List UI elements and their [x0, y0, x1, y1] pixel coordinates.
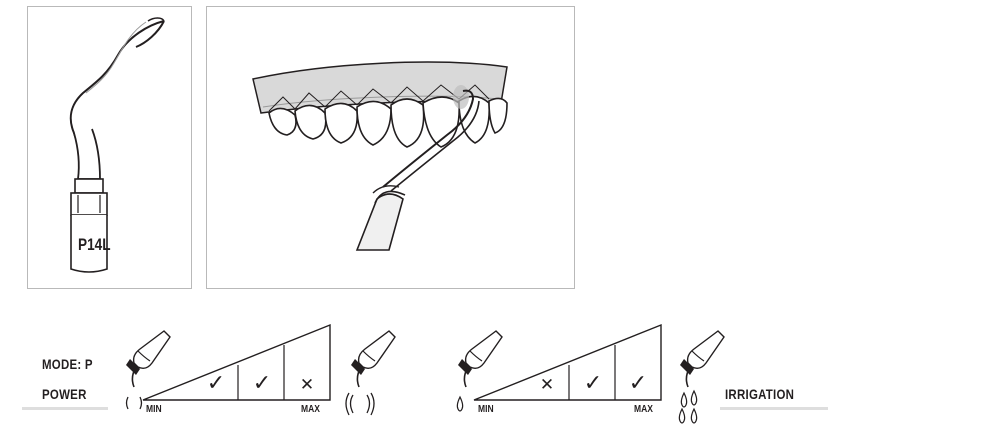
power-level-1-check-mark: ✓	[207, 371, 225, 396]
scaler-handpiece-icon	[680, 330, 725, 388]
usage-illustration-panel	[206, 6, 575, 289]
scaler-handpiece-icon	[126, 330, 171, 388]
settings-diagram: ✓ ✓ ✕ ✕ ✓ ✓	[125, 323, 725, 424]
irrigation-level-1-cross-mark: ✕	[540, 375, 554, 395]
power-max-label: MAX	[301, 404, 320, 415]
power-label: POWER	[42, 386, 87, 402]
scaler-handpiece-icon	[351, 330, 396, 388]
irrigation-label: IRRIGATION	[725, 386, 795, 402]
water-drops-high-icon	[678, 389, 698, 424]
water-drop-low-icon	[456, 395, 464, 412]
tip-code-label: P14L	[78, 235, 111, 254]
power-min-label: MIN	[146, 404, 162, 415]
teeth-scaling-illustration	[252, 61, 508, 251]
irrigation-max-label: MAX	[634, 404, 653, 415]
irrigation-level-marks: ✕ ✓ ✓	[540, 371, 647, 396]
irrigation-underline	[720, 407, 828, 410]
irrigation-level-2-check-mark: ✓	[584, 371, 602, 396]
mode-label: MODE: P	[42, 356, 93, 372]
scaler-tip-illustration	[69, 17, 165, 273]
power-level-2-check-mark: ✓	[253, 371, 271, 396]
vibration-high-icon	[345, 392, 375, 416]
power-level-3-cross-mark: ✕	[300, 375, 314, 395]
scaler-handpiece-icon	[458, 330, 503, 388]
irrigation-wedge	[473, 323, 662, 401]
teeth-row	[268, 95, 508, 148]
irrigation-min-label: MIN	[478, 404, 494, 415]
irrigation-level-3-check-mark: ✓	[629, 371, 647, 396]
power-wedge	[142, 323, 331, 401]
power-level-marks: ✓ ✓ ✕	[207, 371, 314, 396]
power-underline	[22, 407, 108, 410]
vibration-low-icon	[125, 396, 143, 410]
tip-illustration-panel: P14L	[27, 6, 192, 289]
